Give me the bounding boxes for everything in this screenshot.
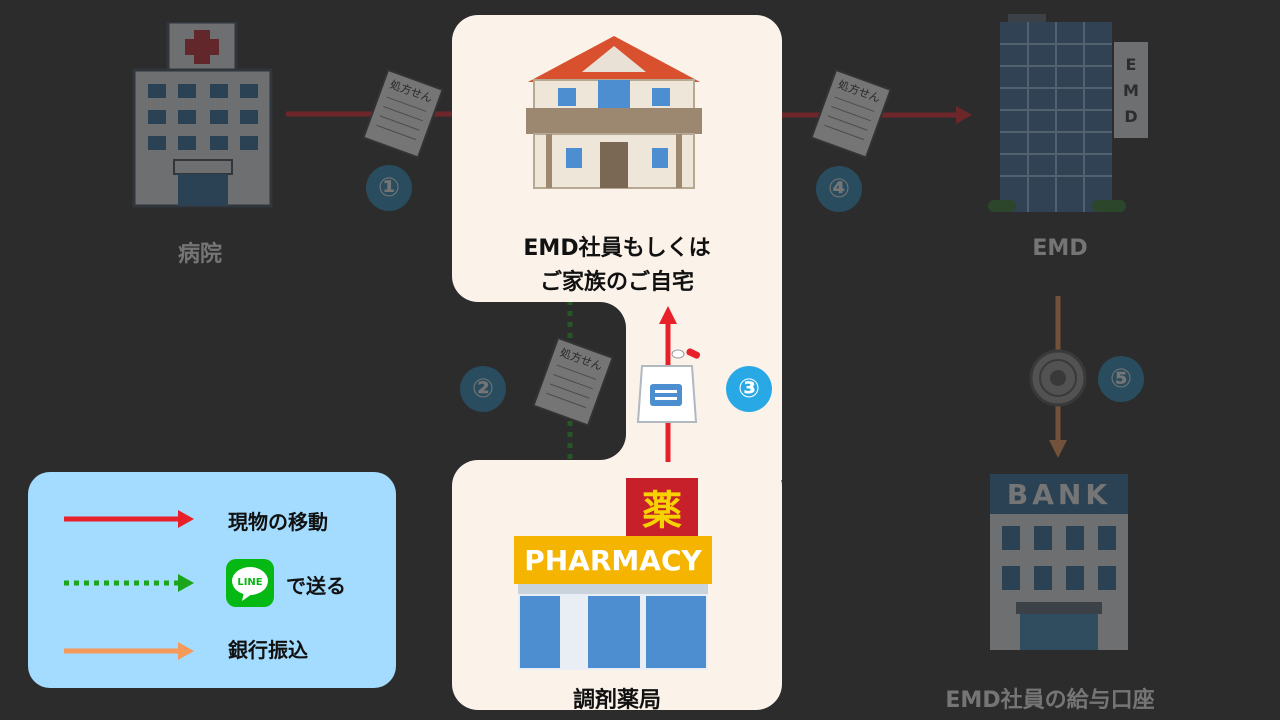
prescription-icon-2: 処方せん bbox=[532, 336, 614, 427]
svg-text:E: E bbox=[1126, 55, 1137, 74]
panel-corner-top bbox=[600, 302, 626, 328]
legend-row-line: LINE で送る bbox=[28, 558, 396, 608]
hospital-icon bbox=[132, 22, 273, 208]
office-building-icon: E M D bbox=[988, 14, 1148, 212]
hospital-label: 病院 bbox=[177, 242, 222, 267]
line-dotted-pharmacy-to-home bbox=[567, 300, 573, 462]
home-label-line2: ご家族のご自宅 bbox=[539, 270, 694, 295]
svg-text:PHARMACY: PHARMACY bbox=[524, 544, 702, 577]
step-1-badge: ① bbox=[366, 165, 412, 211]
bank-building-icon: BANK bbox=[990, 474, 1128, 650]
legend-line-label: で送る bbox=[286, 574, 346, 598]
step-4-badge: ④ bbox=[816, 166, 862, 212]
svg-text:薬: 薬 bbox=[642, 488, 682, 534]
step-5-badge: ⑤ bbox=[1098, 356, 1144, 402]
salary-account-label: EMD社員の給与口座 bbox=[945, 688, 1155, 713]
house-icon bbox=[526, 36, 702, 189]
legend-row-physical: 現物の移動 bbox=[28, 494, 396, 544]
svg-text:LINE: LINE bbox=[237, 577, 262, 588]
svg-text:BANK: BANK bbox=[1007, 478, 1111, 511]
coin-icon bbox=[1029, 349, 1087, 407]
svg-text:M: M bbox=[1123, 81, 1139, 100]
legend-green-dotted-arrow bbox=[64, 574, 194, 592]
home-label-line1: EMD社員もしくは bbox=[523, 236, 711, 261]
medicine-bag-icon bbox=[636, 348, 701, 423]
arrow-hospital-to-home bbox=[286, 111, 456, 117]
legend-bank-label: 銀行振込 bbox=[228, 638, 308, 662]
pharmacy-label: 調剤薬局 bbox=[572, 688, 661, 713]
emd-label: EMD bbox=[1032, 236, 1088, 261]
legend-orange-arrow bbox=[64, 642, 194, 660]
prescription-icon-1: 処方せん bbox=[362, 68, 444, 159]
arrow-home-to-emd bbox=[782, 106, 972, 124]
arrow-emd-to-bank bbox=[1049, 296, 1067, 458]
svg-text:D: D bbox=[1124, 107, 1137, 126]
legend-physical-label: 現物の移動 bbox=[228, 510, 328, 534]
legend: 現物の移動 LINE で送る 銀行振込 bbox=[28, 472, 396, 688]
legend-row-bank: 銀行振込 bbox=[28, 626, 396, 676]
home-label: EMD社員もしくは ご家族のご自宅 bbox=[452, 232, 782, 300]
prescription-icon-3: 処方せん bbox=[810, 68, 892, 159]
pharmacy-icon: 薬 PHARMACY bbox=[514, 478, 712, 670]
panel-corner-bottom bbox=[600, 434, 626, 460]
line-logo-icon: LINE bbox=[226, 559, 274, 607]
step-2-badge: ② bbox=[460, 366, 506, 412]
step-3-badge: ③ bbox=[726, 366, 772, 412]
legend-red-arrow bbox=[64, 510, 194, 528]
